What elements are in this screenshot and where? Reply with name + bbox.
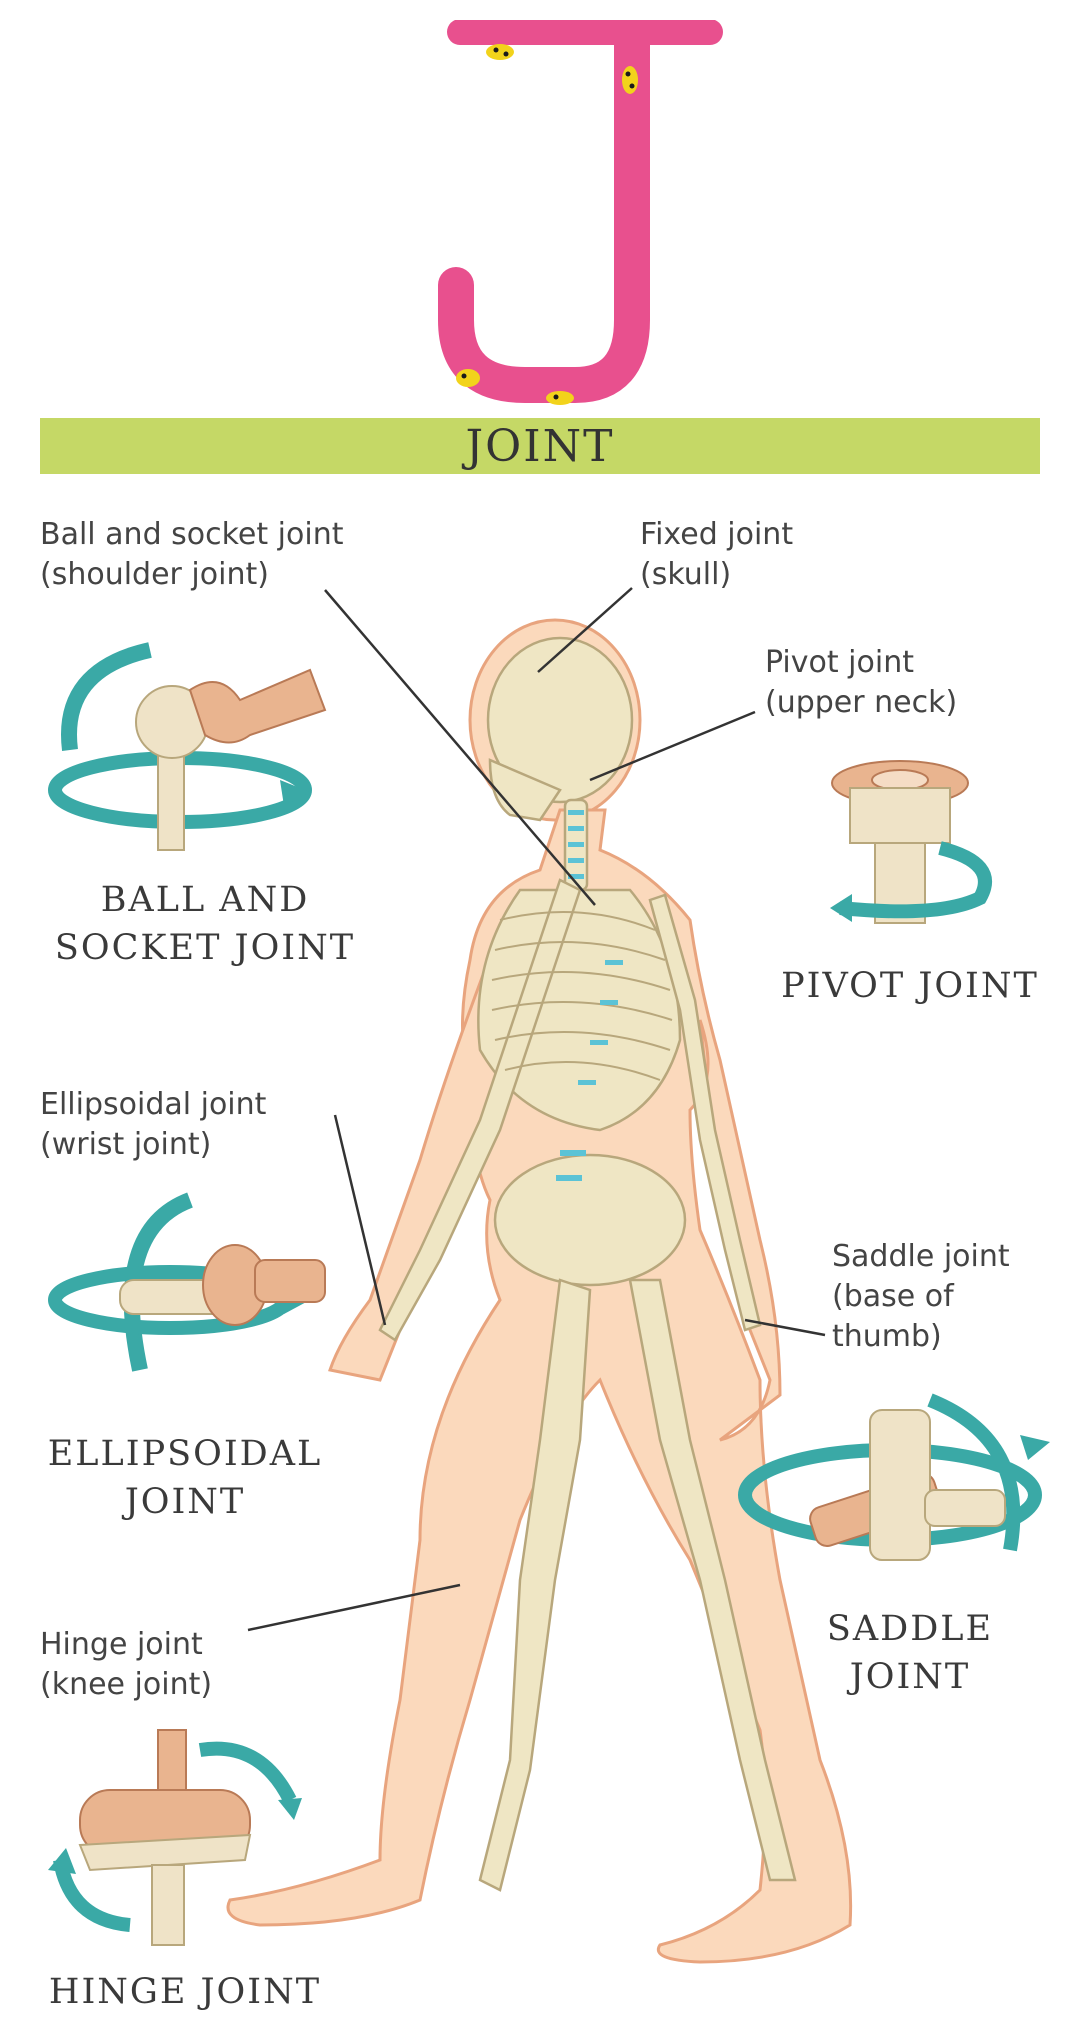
hinge-model [48,1729,302,1946]
ball-socket-leader-line [324,589,596,906]
callout-fixed-line2: (skull) [640,557,732,592]
ball-socket-model [48,642,327,851]
callout-hinge-line2: (knee joint) [40,1667,213,1702]
jointname-ellipsoidal-line2: JOINT [124,1482,246,1522]
callout-saddle: Saddle joint (base of thumb) [832,1237,1010,1357]
jointname-hinge-line1: HINGE JOINT [48,1972,322,2012]
callout-fixed-line1: Fixed joint [640,517,794,552]
saddle-model [738,1393,1050,1561]
callout-ellipsoidal-line2: (wrist joint) [40,1127,212,1162]
callout-pivot: Pivot joint (upper neck) [765,643,957,723]
jointname-pivot: PIVOT JOINT [770,962,1050,1010]
ellipsoidal-model [48,1192,326,1372]
callout-ball-socket-line1: Ball and socket joint [40,517,344,552]
callout-pivot-line2: (upper neck) [765,685,958,720]
jointname-hinge: HINGE JOINT [30,1968,340,2016]
pivot-joint-leader-line [589,710,756,782]
saddle-joint-leader-line [744,1318,826,1337]
callout-ball-socket-line2: (shoulder joint) [40,557,269,592]
callout-pivot-line1: Pivot joint [765,645,914,680]
callout-saddle-line1: Saddle joint [832,1239,1010,1274]
jointname-saddle-line2: JOINT [849,1657,971,1697]
callout-saddle-line2: (base of [832,1279,954,1314]
jointname-saddle-line1: SADDLE [826,1609,994,1649]
letter-j-graphic [438,20,723,405]
jointname-ellipsoidal: ELLIPSOIDAL JOINT [30,1430,340,1526]
ellipsoidal-leader-line [333,1114,387,1326]
jointname-ball-socket-line2: SOCKET JOINT [54,928,356,968]
jointname-pivot-line1: PIVOT JOINT [781,966,1039,1006]
callout-saddle-line3: thumb) [832,1319,942,1354]
callout-hinge-line1: Hinge joint [40,1627,203,1662]
hinge-joint-leader-line [247,1583,461,1632]
callout-hinge: Hinge joint (knee joint) [40,1625,212,1705]
callout-ellipsoidal: Ellipsoidal joint (wrist joint) [40,1085,266,1165]
banner-title: JOINT [465,420,615,472]
callout-ball-socket: Ball and socket joint (shoulder joint) [40,515,344,595]
title-banner: JOINT [40,418,1040,474]
jointname-ball-socket-line1: BALL AND [100,880,310,920]
jointname-ball-socket: BALL AND SOCKET JOINT [40,876,370,972]
callout-fixed: Fixed joint (skull) [640,515,793,595]
jointname-ellipsoidal-line1: ELLIPSOIDAL [47,1434,323,1474]
callout-ellipsoidal-line1: Ellipsoidal joint [40,1087,267,1122]
pivot-model [830,760,992,924]
jointname-saddle: SADDLE JOINT [800,1605,1020,1701]
fixed-joint-leader-line [537,587,633,673]
